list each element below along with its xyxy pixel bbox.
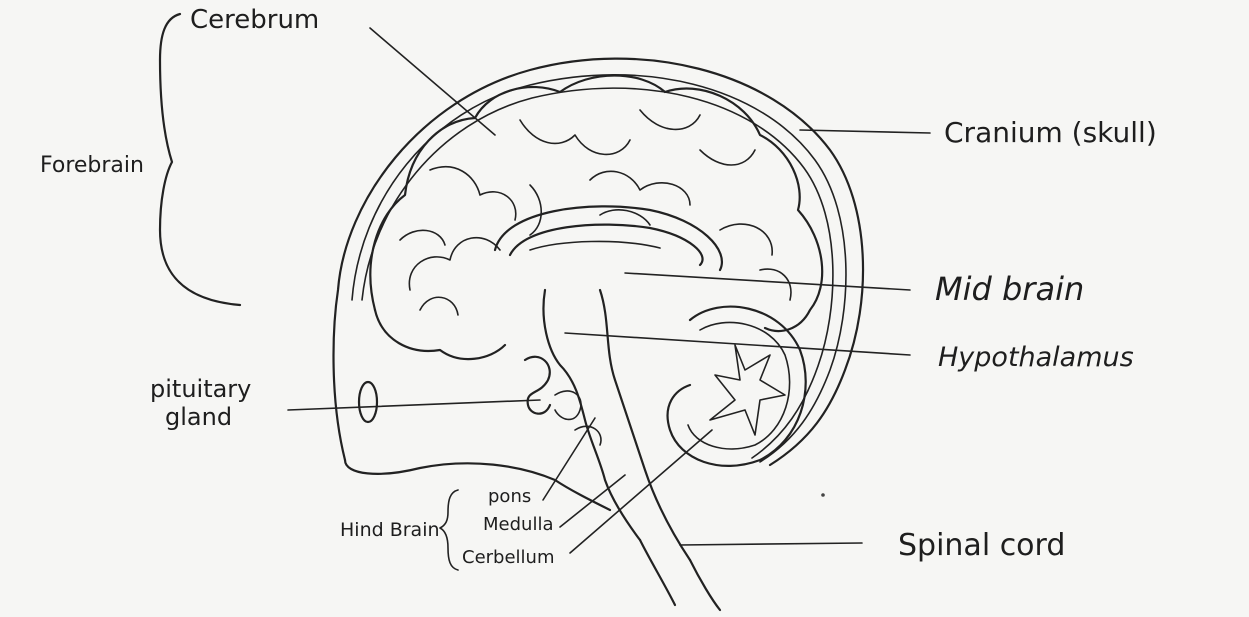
- cerebrum-shape: [370, 76, 822, 360]
- cerebellum-pointer: [570, 430, 712, 553]
- midbrain-pointer: [625, 273, 910, 290]
- cerebrum-label: Cerebrum: [190, 5, 319, 35]
- hindbrain-brace: [440, 490, 458, 570]
- cerebrum-pointer: [370, 28, 495, 135]
- pons-label: pons: [488, 486, 531, 507]
- braces: [160, 14, 458, 570]
- hypothalamus-label: Hypothalamus: [938, 342, 1134, 373]
- cerebellum-label: Cerbellum: [462, 547, 555, 568]
- pituitary-label-line1: pituitary: [150, 375, 251, 403]
- forebrain-brace: [160, 14, 240, 305]
- pituitary-shape: [359, 357, 550, 422]
- forebrain-label: Forebrain: [40, 153, 144, 178]
- cranium-label: Cranium (skull): [944, 116, 1157, 149]
- inner-arcs: [495, 206, 722, 270]
- spinal-cord-label: Spinal cord: [898, 528, 1065, 563]
- ink-dot: [821, 493, 825, 497]
- mid-brain-label: Mid brain: [935, 270, 1084, 308]
- pituitary-label-line2: gland: [165, 403, 232, 431]
- pituitary-pointer: [288, 400, 540, 410]
- medulla-label: Medulla: [483, 514, 553, 535]
- hind-brain-label: Hind Brain: [340, 519, 440, 541]
- spinal-cord-pointer: [680, 543, 862, 545]
- cranium-pointer: [800, 130, 930, 133]
